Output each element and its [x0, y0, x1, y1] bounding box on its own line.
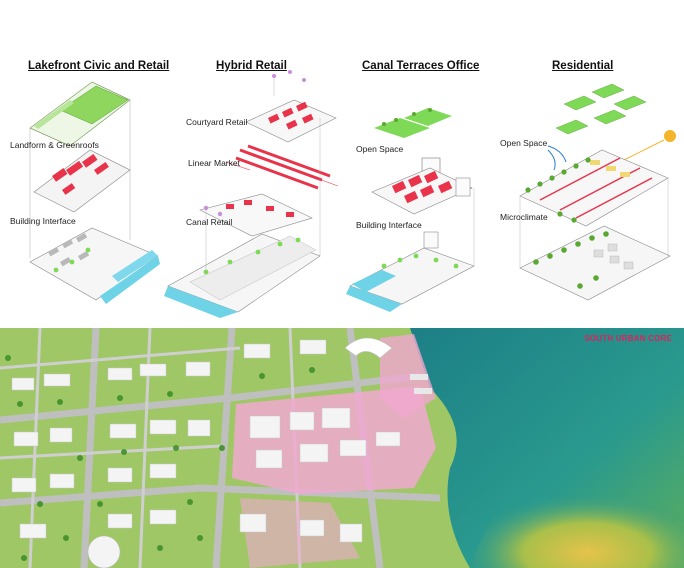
label-open-space-office: Open Space — [356, 144, 404, 154]
column-title-residential: Residential — [552, 60, 614, 72]
label-building-interface-office: Building Interface — [356, 220, 422, 230]
label-landform-greenroofs: Landform & Greenroofs — [10, 140, 99, 150]
label-open-space-residential: Open Space — [500, 138, 548, 148]
residential-diagram — [519, 83, 676, 301]
axonometric-diagrams — [29, 70, 676, 318]
canal-terraces-diagram — [346, 108, 475, 312]
site-plan-drawing — [0, 328, 684, 568]
label-microclimate: Microclimate — [500, 212, 548, 222]
column-title-hybrid-retail: Hybrid Retail — [216, 60, 287, 72]
site-plan-map: SOUTH URBAN CORE — [0, 328, 684, 568]
lakefront-diagram — [29, 81, 160, 304]
label-building-interface-lakefront: Building Interface — [10, 216, 76, 226]
label-linear-market: Linear Market — [188, 158, 240, 168]
label-courtyard-retail: Courtyard Retail — [186, 117, 248, 127]
map-title-label: SOUTH URBAN CORE — [584, 334, 672, 343]
hybrid-retail-diagram — [164, 70, 339, 318]
column-title-canal-terraces: Canal Terraces Office — [362, 60, 480, 72]
column-title-lakefront: Lakefront Civic and Retail — [28, 60, 170, 72]
label-canal-retail: Canal Retail — [186, 217, 233, 227]
axonometric-diagrams-panel: Lakefront Civic and Retail Hybrid Retail… — [10, 60, 676, 318]
